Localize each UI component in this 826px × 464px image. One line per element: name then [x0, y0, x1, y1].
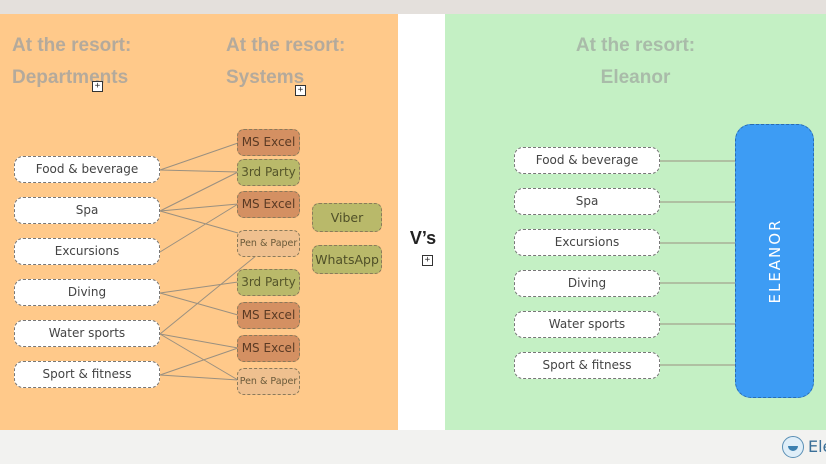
departments-heading-line1: At the resort: — [12, 35, 132, 56]
dept-sport-fitness[interactable]: Sport & fitness — [14, 361, 160, 388]
logo-text: Ele — [808, 437, 826, 456]
system-ms-excel[interactable]: MS Excel — [237, 302, 300, 329]
connector-line — [159, 169, 239, 173]
system-pen-paper[interactable]: Pen & Paper — [237, 230, 300, 257]
dept-water-sports[interactable]: Water sports — [14, 320, 160, 347]
system-pen-paper[interactable]: Pen & Paper — [237, 368, 300, 395]
system-3rd-party[interactable]: 3rd Party — [237, 269, 300, 296]
connector-line — [159, 292, 239, 316]
resort-logo-icon — [782, 436, 804, 458]
systems-heading-line2: Systems — [226, 67, 305, 88]
system-3rd-party[interactable]: 3rd Party — [237, 159, 300, 186]
versus-panel — [398, 14, 445, 430]
dept-spa[interactable]: Spa — [514, 188, 660, 215]
connector-line — [159, 347, 239, 376]
dept-food-beverage[interactable]: Food & beverage — [514, 147, 660, 174]
eleanor-heading-line1: At the resort: — [575, 35, 696, 56]
connector-line — [159, 171, 239, 212]
system-viber[interactable]: Viber — [312, 203, 382, 232]
eleanor-heading: At the resort: Eleanor — [445, 30, 826, 94]
connector-line — [159, 203, 239, 253]
dept-excursions[interactable]: Excursions — [514, 229, 660, 256]
dept-diving[interactable]: Diving — [14, 279, 160, 306]
versus-label: V’s — [409, 228, 437, 248]
connector-line — [159, 210, 239, 234]
connector-line — [159, 281, 239, 294]
connector-line — [159, 142, 239, 171]
system-ms-excel[interactable]: MS Excel — [237, 191, 300, 218]
systems-heading-line1: At the resort: — [226, 35, 346, 56]
connector-line — [159, 374, 239, 381]
connector-line — [159, 333, 239, 381]
expand-box-icon[interactable]: + — [422, 255, 433, 266]
expand-box-icon[interactable]: + — [295, 85, 306, 96]
expand-box-icon[interactable]: + — [92, 81, 103, 92]
dept-sport-fitness[interactable]: Sport & fitness — [514, 352, 660, 379]
dept-excursions[interactable]: Excursions — [14, 238, 160, 265]
system-ms-excel[interactable]: MS Excel — [237, 335, 300, 362]
dept-diving[interactable]: Diving — [514, 270, 660, 297]
eleanor-label: ELEANOR — [765, 218, 784, 304]
system-ms-excel[interactable]: MS Excel — [237, 129, 300, 156]
footer-strip — [0, 430, 826, 464]
systems-heading: At the resort: Systems — [226, 30, 345, 94]
connector-line — [159, 245, 269, 335]
dept-water-sports[interactable]: Water sports — [514, 311, 660, 338]
system-whatsapp[interactable]: WhatsApp — [312, 245, 382, 274]
connector-line — [159, 203, 239, 212]
eleanor-heading-line2: Eleanor — [600, 67, 671, 88]
dept-food-beverage[interactable]: Food & beverage — [14, 156, 160, 183]
dept-spa[interactable]: Spa — [14, 197, 160, 224]
connector-line — [159, 333, 239, 349]
eleanor-system-bar[interactable]: ELEANOR — [735, 124, 814, 398]
